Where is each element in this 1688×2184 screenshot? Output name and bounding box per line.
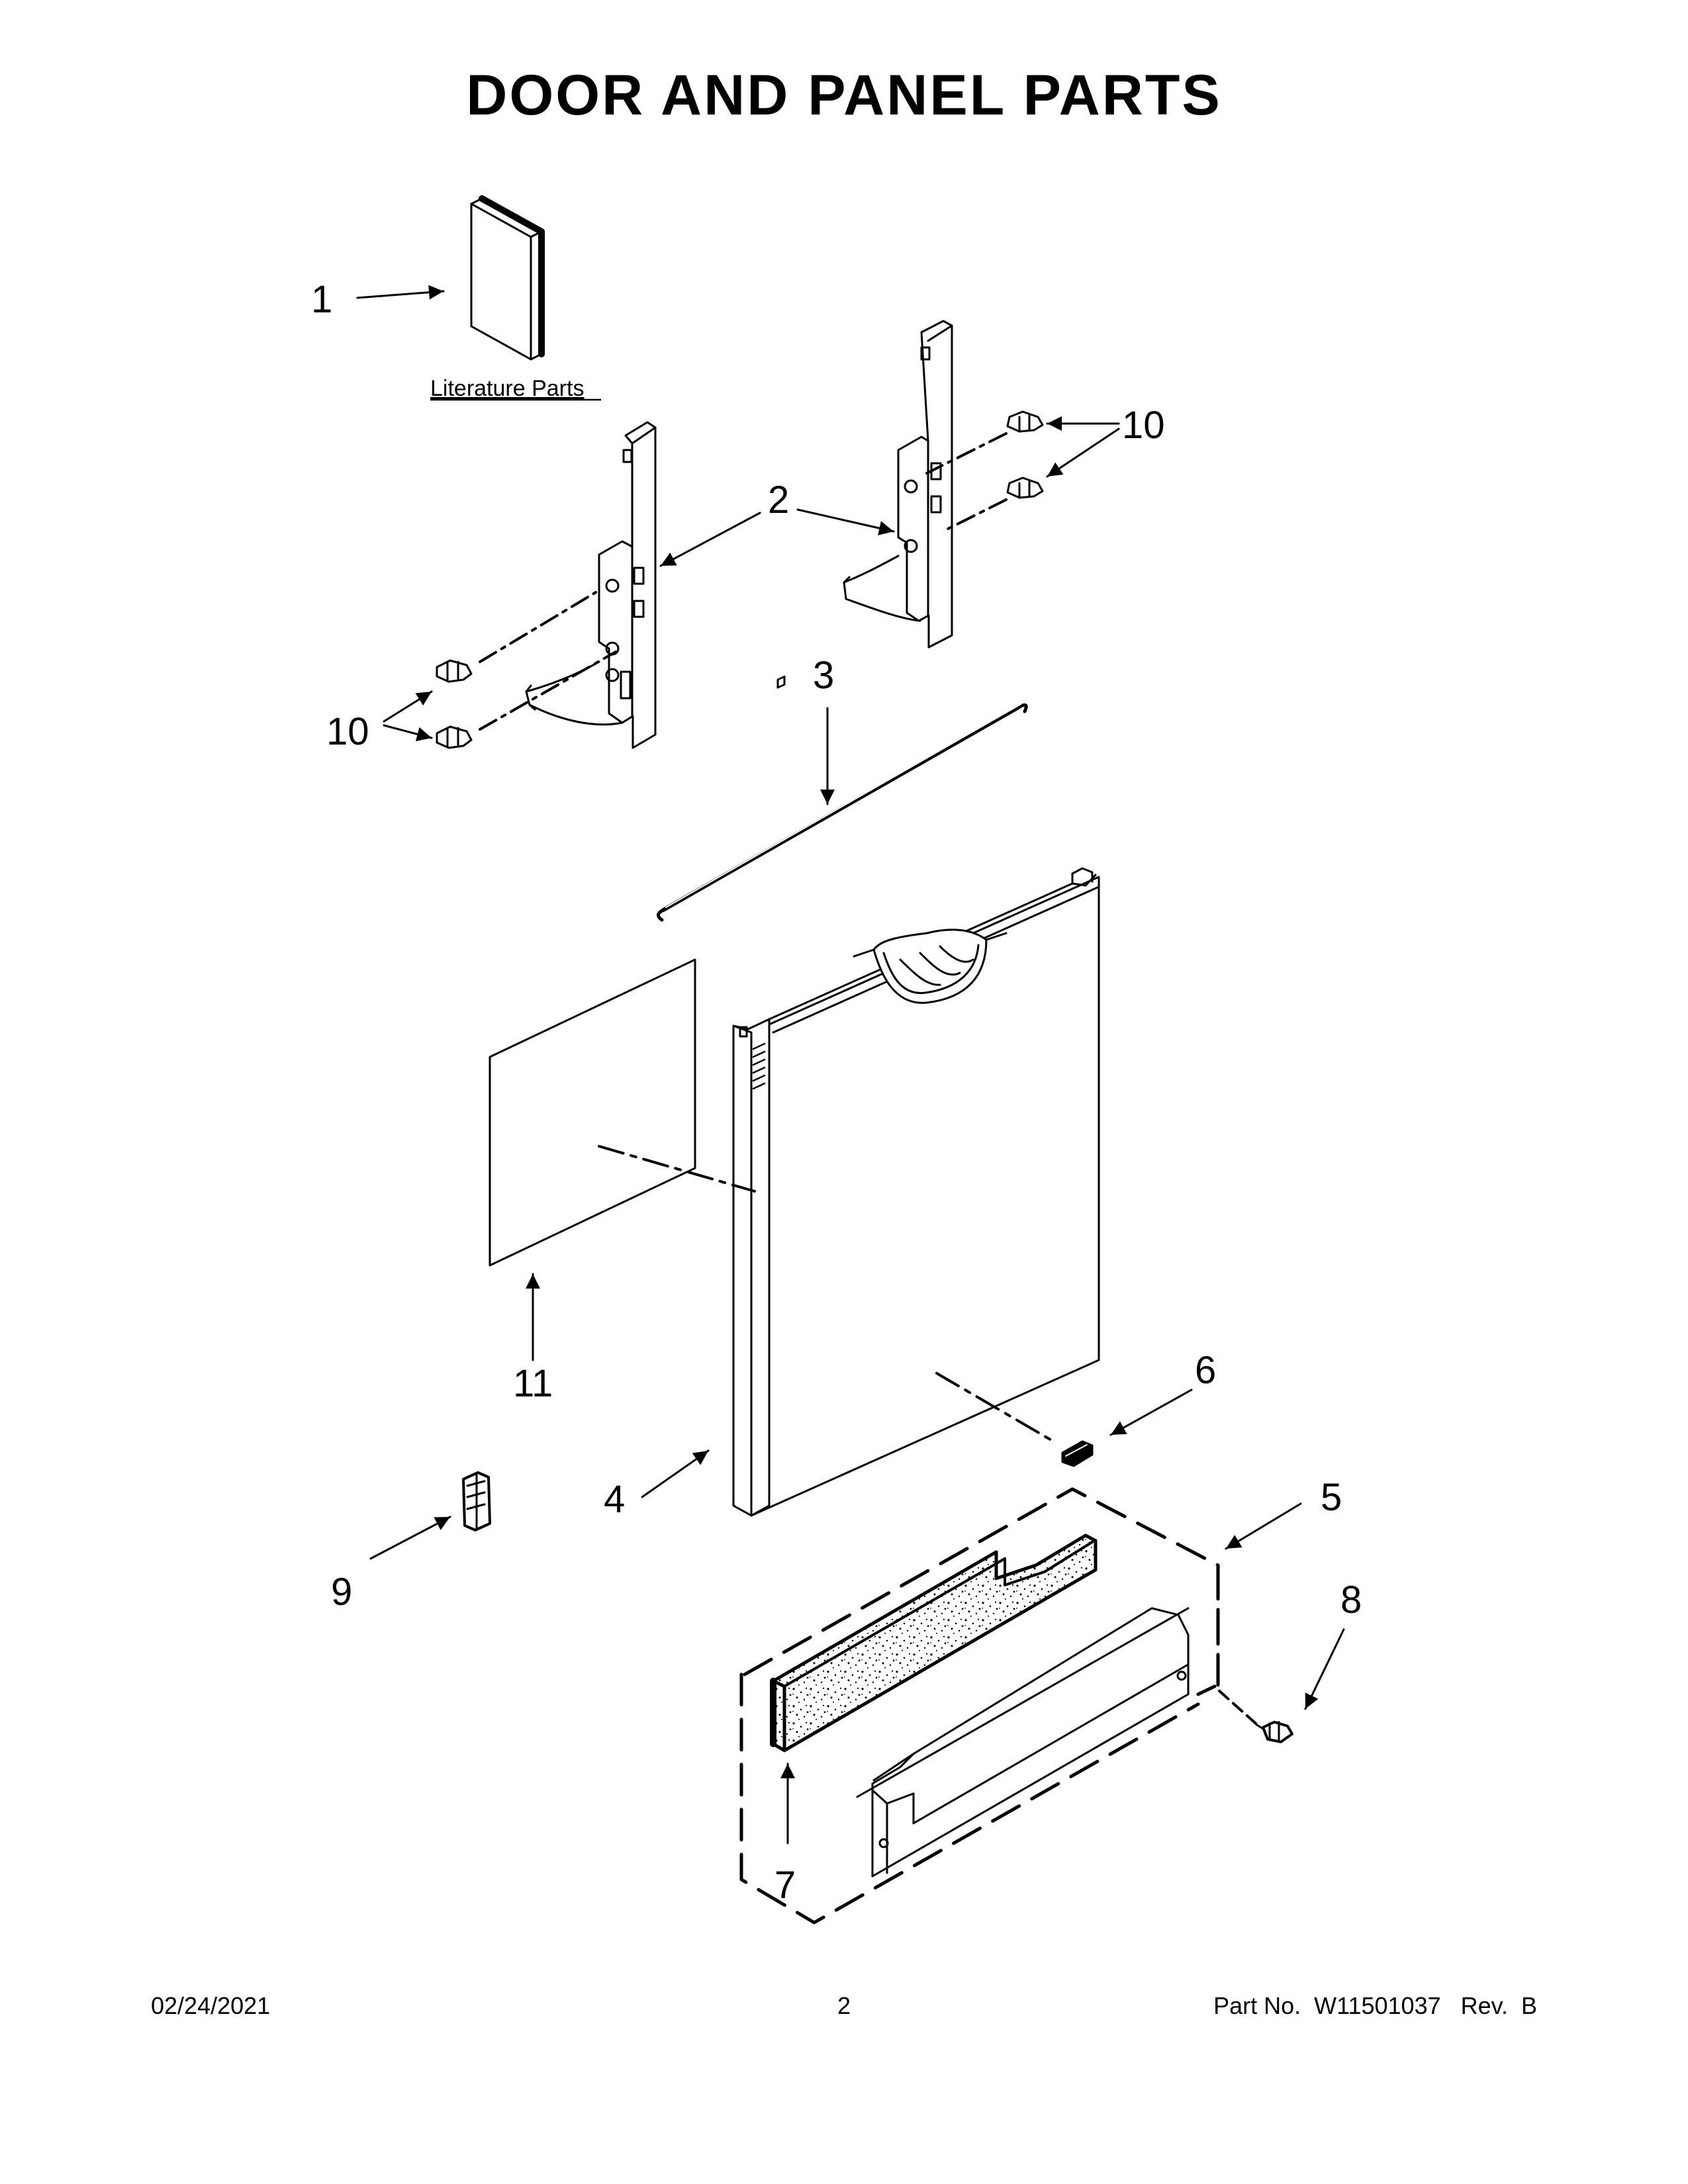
callout-7: 7 [774, 1864, 796, 1907]
callout-3: 3 [813, 654, 834, 697]
callout-arrow-9 [369, 1516, 451, 1560]
screw-icon [1006, 410, 1044, 433]
panel-screw-icon [1255, 1721, 1293, 1743]
callout-arrow-5 [1225, 1502, 1302, 1550]
door-clip-icon [462, 1471, 491, 1531]
screw-icon [1006, 477, 1044, 499]
footer-page-number: 2 [837, 1992, 851, 2019]
callout-6: 6 [1195, 1349, 1216, 1392]
left-hinge-bracket-icon [525, 421, 657, 749]
callout-1: 1 [311, 278, 332, 321]
callout-10-right: 10 [1122, 404, 1165, 447]
footer-part-number: Part No. W11501037 Rev. B [1213, 1992, 1537, 2019]
callout-arrow-8 [1304, 1628, 1345, 1710]
callout-arrow-6 [1109, 1388, 1193, 1436]
callout-arrow-10-left-top [383, 690, 433, 723]
page-title: DOOR AND PANEL PARTS [466, 64, 1222, 127]
callout-10-left: 10 [326, 710, 369, 753]
panel-sheet-icon [489, 958, 696, 1267]
callout-9: 9 [331, 1570, 352, 1614]
callout-arrow-1 [356, 285, 445, 300]
door-panel-icon [732, 675, 1100, 1517]
callout-arrow-2-left [659, 512, 761, 567]
door-rod-icon [657, 703, 1028, 922]
callout-arrow-10-right-bottom [1046, 428, 1120, 478]
callout-5: 5 [1321, 1476, 1342, 1519]
callout-arrow-10-left-bottom [383, 724, 433, 742]
literature-parts-label: Literature Parts [430, 376, 584, 401]
logo-badge-icon [1061, 1440, 1094, 1467]
screw-icon [436, 725, 473, 749]
callout-arrow-4 [641, 1449, 710, 1498]
footer-date: 02/24/2021 [151, 1992, 271, 2019]
callout-2: 2 [768, 478, 789, 522]
right-hinge-bracket-icon [843, 320, 953, 649]
callout-8: 8 [1340, 1578, 1362, 1621]
toe-panel-icon [856, 1607, 1190, 1878]
callout-4: 4 [604, 1478, 625, 1521]
kit-dashed-outline [739, 1487, 1220, 1925]
callout-arrow-2-right [796, 508, 895, 535]
callout-11: 11 [513, 1362, 553, 1405]
literature-book-icon [470, 195, 545, 361]
insulation-strip-icon [770, 1533, 1098, 1752]
screw-icon [436, 659, 473, 683]
